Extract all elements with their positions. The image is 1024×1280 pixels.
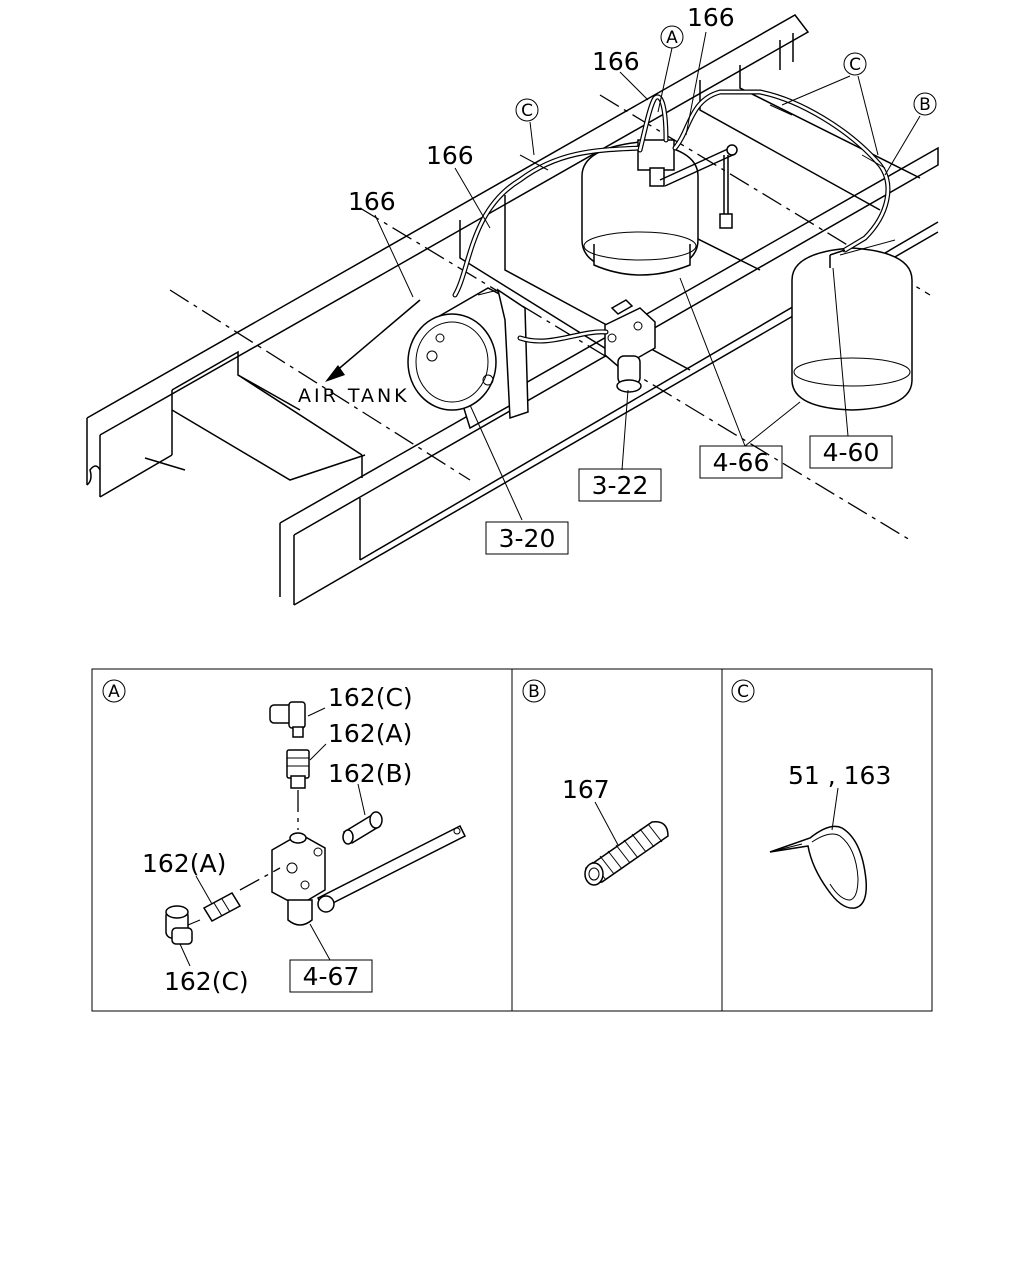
air-tank-arrow: [325, 299, 421, 382]
ref-box-4-67: 4-67: [289, 959, 373, 993]
air-spring-right: [791, 239, 913, 411]
svg-text:4-67: 4-67: [303, 962, 360, 991]
label-162a-side: 162(A): [142, 849, 226, 878]
main-view: AIR TANK 166 166 166 166 A: [86, 3, 939, 606]
hose-label-166-c: 166: [592, 47, 640, 76]
adapter-top: [286, 749, 310, 789]
svg-text:B: B: [919, 95, 931, 115]
elbow-fitting-side: [165, 905, 201, 945]
callout-c-left: C: [515, 98, 539, 122]
hose-label-166-a: 166: [348, 187, 396, 216]
frame-rail-left: [86, 14, 810, 498]
detail-c-marker: C: [731, 679, 755, 703]
callout-a: A: [660, 25, 684, 49]
label-162c-side: 162(C): [164, 967, 249, 996]
detail-a: A: [102, 679, 467, 996]
elbow-fitting-top: [269, 701, 306, 738]
leveling-valve-main: [637, 139, 738, 229]
callout-b: B: [913, 92, 937, 116]
hose-clip: [769, 825, 868, 909]
detail-a-marker: A: [102, 679, 126, 703]
leveling-valve-detail: [271, 824, 467, 926]
label-162a-top: 162(A): [328, 719, 412, 748]
air-tank-label: AIR TANK: [298, 385, 410, 407]
protector-sleeve: [584, 821, 669, 886]
svg-text:B: B: [528, 682, 540, 702]
detail-panel: [91, 668, 933, 1012]
svg-text:C: C: [521, 101, 533, 121]
callout-c-right: C: [843, 52, 867, 76]
svg-text:4-66: 4-66: [713, 448, 770, 477]
hoses: [452, 89, 891, 344]
air-spring-left: [581, 141, 699, 276]
svg-text:3-22: 3-22: [592, 471, 649, 500]
leader-lines: [374, 31, 921, 521]
relay-valve: [604, 299, 656, 393]
detail-b: B 167: [522, 679, 669, 886]
detail-c: C 51 , 163: [731, 679, 891, 909]
ref-box-3-22: 3-22: [578, 468, 662, 502]
svg-text:A: A: [108, 682, 120, 702]
ref-box-4-66: 4-66: [699, 445, 783, 479]
detail-b-marker: B: [522, 679, 546, 703]
label-51-163: 51 , 163: [788, 761, 891, 790]
svg-text:C: C: [737, 682, 749, 702]
plug-fitting: [342, 811, 383, 845]
label-162c-top: 162(C): [328, 683, 413, 712]
svg-text:4-60: 4-60: [823, 438, 880, 467]
hose-label-166-b: 166: [426, 141, 474, 170]
ref-box-4-60: 4-60: [809, 435, 893, 469]
svg-text:C: C: [849, 55, 861, 75]
svg-text:A: A: [666, 28, 678, 48]
adapter-side: [202, 892, 242, 922]
ref-box-3-20: 3-20: [485, 521, 569, 555]
label-162b: 162(B): [328, 759, 412, 788]
svg-text:3-20: 3-20: [499, 524, 556, 553]
label-167: 167: [562, 775, 610, 804]
hose-label-166-d: 166: [687, 3, 735, 32]
air-tank: [407, 287, 529, 430]
